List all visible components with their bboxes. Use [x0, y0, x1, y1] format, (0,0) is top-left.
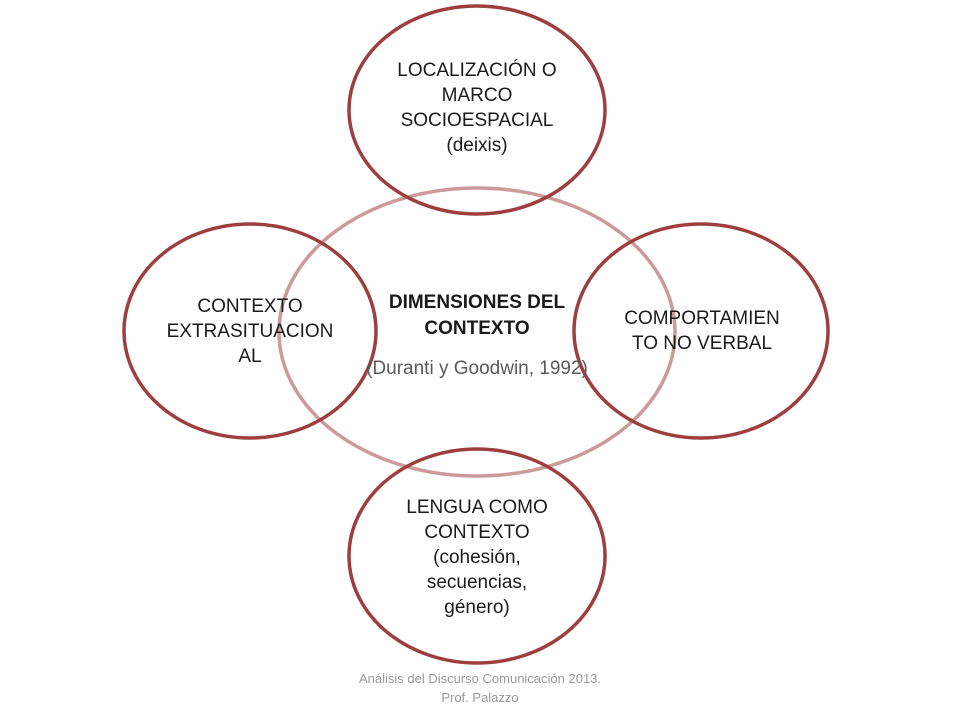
- left-line-1: CONTEXTO: [197, 295, 303, 317]
- bottom-label: LENGUA COMO CONTEXTO (cohesión, secuenci…: [372, 491, 582, 623]
- top-line-2: MARCO: [441, 85, 513, 106]
- center-ellipse: [277, 186, 677, 478]
- right-label: COMPORTAMIEN TO NO VERBAL: [600, 304, 804, 358]
- top-label: LOCALIZACIÓN O MARCO SOCIOESPACIAL (deix…: [372, 55, 582, 161]
- left-line-3: AL: [238, 345, 262, 367]
- top-line-4: (deixis): [446, 135, 508, 156]
- center-subtitle: (Duranti y Goodwin, 1992): [366, 357, 588, 379]
- footer: Análisis del Discurso Comunicación 2013.…: [300, 669, 660, 707]
- left-label: CONTEXTO EXTRASITUACION AL: [148, 292, 352, 370]
- center-label: DIMENSIONES DEL CONTEXTO (Duranti y Good…: [330, 280, 624, 390]
- bottom-line-4: secuencias,: [426, 571, 528, 593]
- bottom-line-1: LENGUA COMO: [406, 496, 548, 518]
- bottom-line-3: (cohesión,: [433, 546, 521, 568]
- bottom-line-5: género): [444, 596, 510, 618]
- left-ellipse: [122, 222, 378, 440]
- left-line-2: EXTRASITUACION: [166, 320, 334, 342]
- right-line-1: COMPORTAMIEN: [624, 308, 780, 329]
- top-ellipse: [347, 4, 607, 216]
- center-title-line-2: CONTEXTO: [424, 317, 530, 339]
- footer-line-1: Análisis del Discurso Comunicación 2013.: [358, 671, 602, 686]
- right-line-2: TO NO VERBAL: [631, 333, 773, 354]
- bottom-ellipse: [347, 447, 607, 665]
- top-line-1: LOCALIZACIÓN O: [397, 60, 557, 81]
- center-title-line-1: DIMENSIONES DEL: [388, 291, 566, 313]
- footer-line-2: Prof. Palazzo: [441, 690, 519, 705]
- bottom-line-2: CONTEXTO: [424, 521, 530, 543]
- right-ellipse: [572, 222, 830, 440]
- top-line-3: SOCIOESPACIAL: [400, 110, 554, 131]
